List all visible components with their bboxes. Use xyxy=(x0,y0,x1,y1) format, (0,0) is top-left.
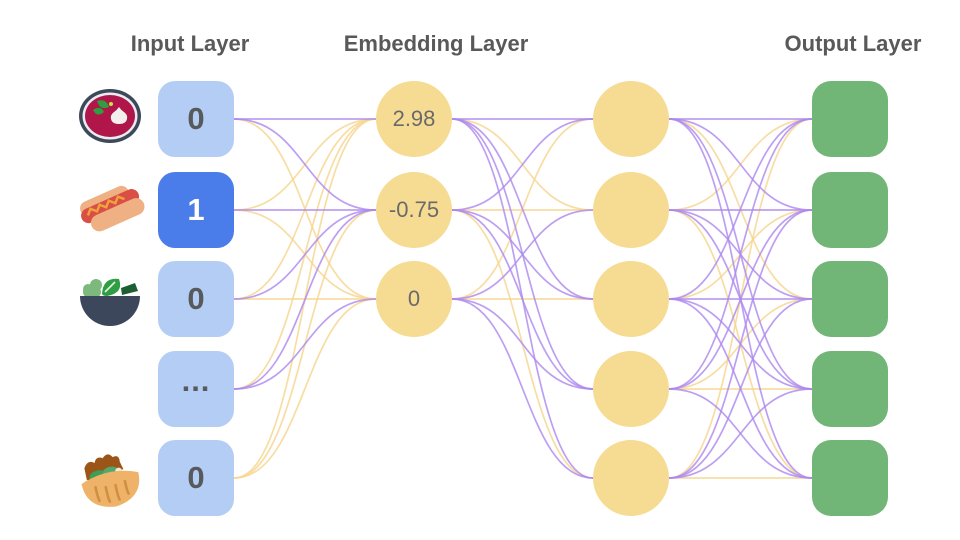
hidden-node-3 xyxy=(593,261,669,337)
edge-purple xyxy=(233,209,377,390)
edge-purple xyxy=(451,209,594,300)
embedding-layer-title: Embedding Layer xyxy=(343,31,529,56)
borscht-soup-bowl-icon xyxy=(78,88,142,150)
stuffed-flatbread-icon xyxy=(78,447,142,509)
edge-yellow xyxy=(233,118,377,300)
output-layer-title: Output Layer xyxy=(784,31,922,56)
input-node-4-ellipsis: ... xyxy=(158,351,234,427)
hidden-node-5 xyxy=(593,440,669,516)
embedding-node-2-value: -0.75 xyxy=(388,197,440,222)
output-node-1 xyxy=(812,81,888,157)
edge-purple xyxy=(668,118,813,211)
output-node-3 xyxy=(812,261,888,337)
input-node-1-value: 0 xyxy=(187,101,205,136)
output-node-5 xyxy=(812,440,888,516)
edge-purple xyxy=(233,209,377,300)
embedding-node-1-value: 2.98 xyxy=(392,106,436,131)
embedding-node-1: 2.98 xyxy=(376,81,452,157)
edge-yellow xyxy=(233,298,377,479)
hidden-node-2 xyxy=(593,172,669,248)
edge-purple xyxy=(451,298,594,390)
input-node-5: 0 xyxy=(158,440,234,516)
edge-purple xyxy=(668,388,813,479)
hidden-node-1 xyxy=(593,81,669,157)
edge-purple xyxy=(233,118,377,211)
edge-purple xyxy=(668,298,813,479)
embedding-node-3: 0 xyxy=(376,261,452,337)
input-node-2-value: 1 xyxy=(187,192,205,227)
input-node-5-value: 0 xyxy=(187,460,205,495)
salad-bowl-icon xyxy=(78,266,142,328)
edge-purple xyxy=(451,118,594,211)
edge-purple xyxy=(668,118,813,300)
input-node-2-active: 1 xyxy=(158,172,234,248)
input-node-3-value: 0 xyxy=(187,281,205,316)
hidden-node-4 xyxy=(593,351,669,427)
input-node-4-value: ... xyxy=(181,363,211,398)
edge-purple xyxy=(668,118,813,390)
input-node-1: 0 xyxy=(158,81,234,157)
edge-purple xyxy=(451,209,594,390)
edge-purple xyxy=(451,118,594,300)
output-node-2 xyxy=(812,172,888,248)
embedding-node-2: -0.75 xyxy=(376,172,452,248)
edge-purple xyxy=(668,209,813,479)
embedding-node-3-value: 0 xyxy=(407,286,421,311)
input-node-3: 0 xyxy=(158,261,234,337)
edge-purple xyxy=(668,209,813,390)
edge-purple xyxy=(233,298,377,390)
edge-purple xyxy=(451,298,594,479)
input-layer-title: Input Layer xyxy=(130,31,250,56)
output-node-4 xyxy=(812,351,888,427)
hot-dog-icon xyxy=(78,178,145,240)
